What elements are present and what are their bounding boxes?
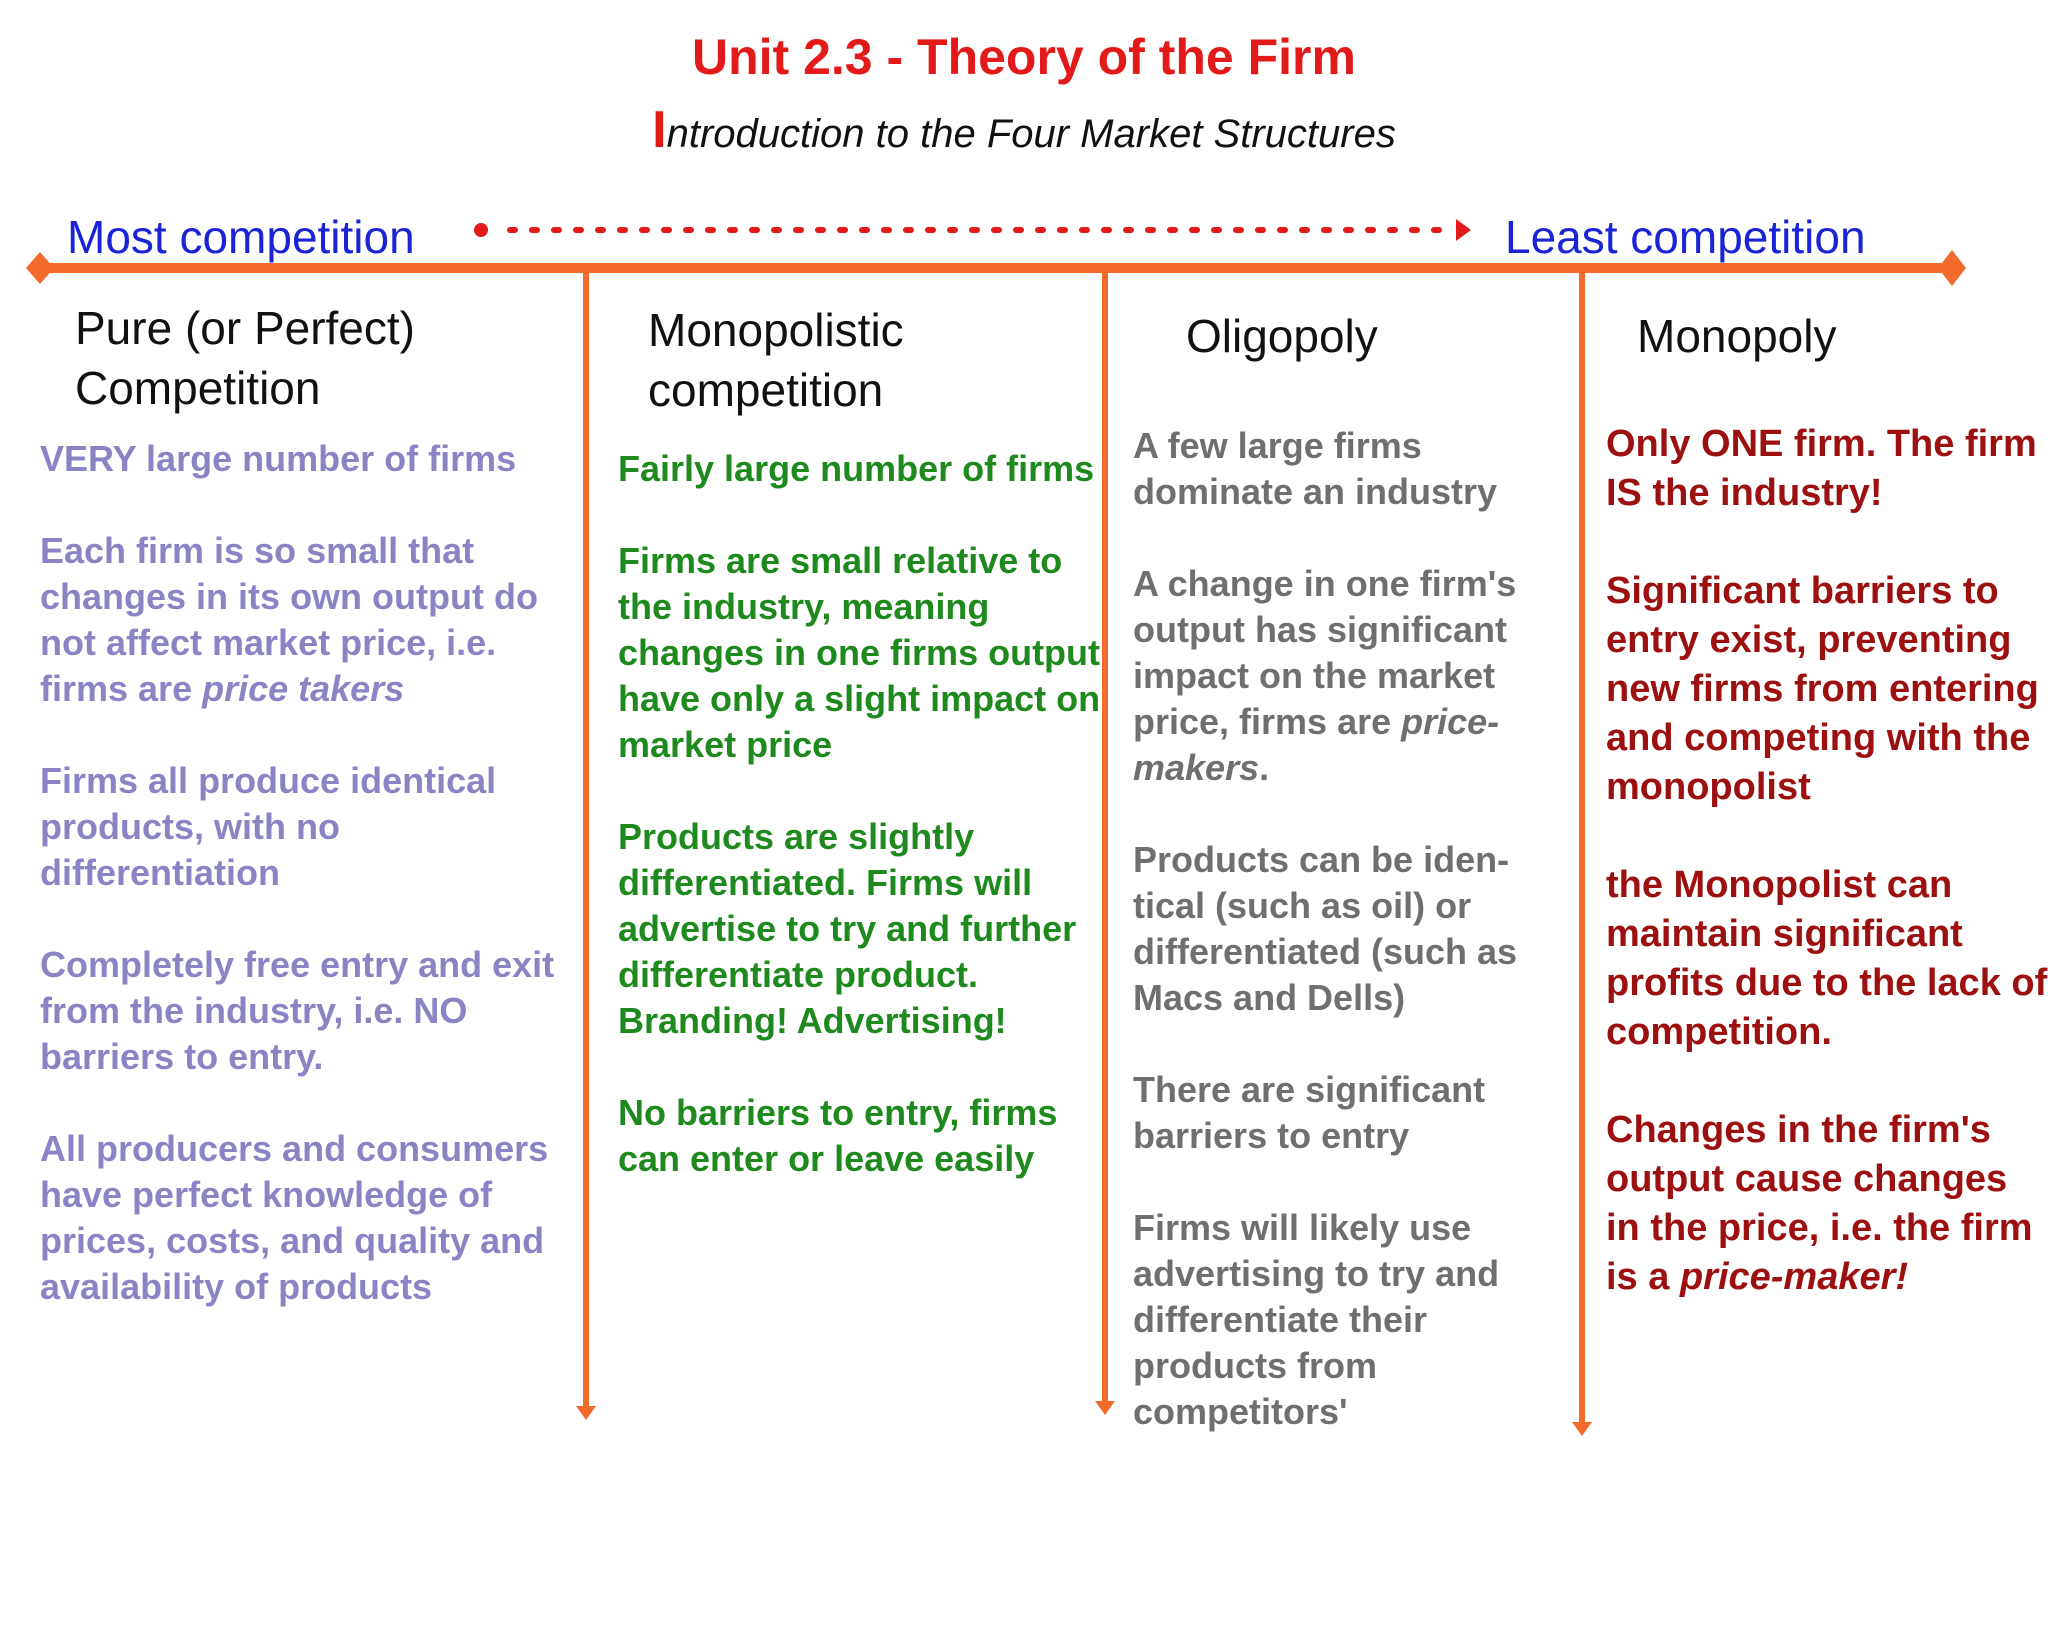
heading-monopoly: Monopoly <box>1637 306 1836 366</box>
feature-text: Firms will likely use advertising to try… <box>1133 1207 1500 1432</box>
feature-text: Changes in the firm's output cause chang… <box>1606 1109 2033 1298</box>
heading-line: Pure (or Perfect) <box>75 302 415 354</box>
column-monopoly: Only ONE firm. The firm IS the industry!… <box>1606 420 2048 1351</box>
divider-2-arrow-icon <box>1095 1401 1115 1415</box>
heading-line: competition <box>648 364 884 416</box>
page-subtitle: Introduction to the Four Market Structur… <box>0 100 2048 160</box>
heading-line: Oligopoly <box>1186 310 1378 362</box>
feature-text: Significant barriers to entry exist, pre… <box>1606 570 2039 808</box>
heading-line: Monopolistic <box>648 304 904 356</box>
heading-line: Competition <box>75 362 321 414</box>
feature-text: Each firm is so small that changes in it… <box>40 530 538 709</box>
feature-text: Fairly large number of firms <box>618 448 1095 489</box>
feature-text: A few large firms dominate an industry <box>1133 425 1498 512</box>
column-perfect-competition: VERY large number of firms Each firm is … <box>40 436 580 1356</box>
feature-text: There are significant barriers to entry <box>1133 1069 1486 1156</box>
heading-monopolistic-competition: Monopolistic competition <box>648 300 904 420</box>
page-title: Unit 2.3 - Theory of the Firm <box>692 29 1356 85</box>
feature-text: Only ONE firm. The firm IS the industry! <box>1606 423 2037 514</box>
feature-text: Firms all produce identical products, wi… <box>40 760 497 893</box>
subtitle-text: ntroduction to the Four Market Structure… <box>666 112 1396 156</box>
feature-text: A change in one firm's output has signif… <box>1133 563 1517 788</box>
feature-text: Products are slightly differentiated. Fi… <box>618 816 1077 1041</box>
arrow-head <box>1456 219 1471 241</box>
feature-text: Completely free entry and exit from the … <box>40 944 555 1077</box>
column-oligopoly: A few large firms dominate an industry A… <box>1133 423 1563 1481</box>
axis-right-end-icon <box>1938 250 1966 286</box>
axis-left-end-icon <box>26 252 54 284</box>
feature-text: VERY large number of firms <box>40 438 517 479</box>
most-competition-label: Most competition <box>67 211 415 263</box>
column-monopolistic-competition: Fairly large number of firms Firms are s… <box>618 446 1108 1228</box>
feature-text: Products can be iden-tical (such as oil)… <box>1133 839 1518 1018</box>
divider-1-arrow-icon <box>576 1406 596 1420</box>
feature-text: No barriers to entry, firms can enter or… <box>618 1092 1058 1179</box>
feature-text: All producers and consumers have perfect… <box>40 1128 549 1307</box>
heading-oligopoly: Oligopoly <box>1186 306 1378 366</box>
feature-text: the Monopolist can maintain significant … <box>1606 864 2048 1053</box>
heading-perfect-competition: Pure (or Perfect) Competition <box>75 298 415 418</box>
least-competition-label: Least competition <box>1505 211 1866 263</box>
divider-3-arrow-icon <box>1572 1422 1592 1436</box>
arrow-start-dot <box>474 223 488 237</box>
heading-line: Monopoly <box>1637 310 1837 362</box>
feature-text: Firms are small relative to the industry… <box>618 540 1101 765</box>
subtitle-initial: I <box>652 101 667 159</box>
